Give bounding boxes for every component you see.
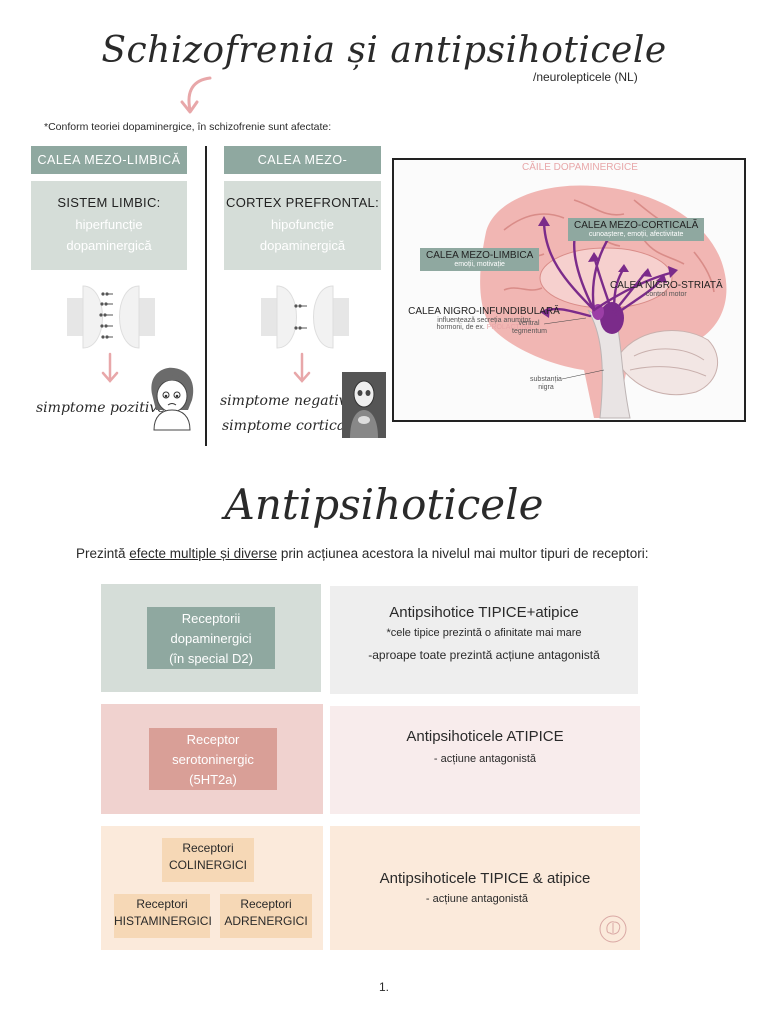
dopaminergic-pathways-diagram: CĂILE DOPAMINERGICE CALEA MEZO-LIMBICA e… — [392, 158, 746, 422]
section-divider — [205, 146, 207, 446]
sistem-limbic-title: SISTEM LIMBIC: — [57, 195, 161, 210]
curved-arrow-icon — [180, 76, 212, 114]
ventral-tegmentum-label: ventral tegmentum — [512, 320, 548, 335]
row3-right-panel: Antipsihoticele TIPICE & atipice - acțiu… — [330, 826, 640, 950]
mezo-cortical-header: CALEA MEZO-CORTICALĂ — [224, 146, 381, 195]
synapse-many-dopamine-icon — [67, 285, 155, 349]
section-title: Antipsihoticele — [224, 480, 544, 529]
adrenergic-receptor-tag: Receptori ADRENERGICI — [220, 894, 312, 938]
brain-title: CĂILE DOPAMINERGICE — [522, 162, 638, 173]
row3-action: - acțiune antagonistă — [425, 893, 529, 905]
brain-logo-icon — [599, 915, 627, 943]
mezo-corticala-tag: CALEA MEZO-CORTICALĂ cunoaștere, emoții,… — [568, 218, 705, 241]
nigro-infundibulara-label: CALEA NIGRO-INFUNDIBULARĂ influențează s… — [408, 306, 560, 331]
row3-left-panel: Receptori COLINERGICI Receptori HISTAMIN… — [101, 826, 323, 950]
symptom-positive: simptome pozitive — [36, 400, 166, 416]
row1-left-panel: Receptorii dopaminergici (în special D2) — [101, 584, 321, 692]
mezo-limbic-header: CALEA MEZO-LIMBICĂ — [31, 146, 187, 174]
mezo-limbica-tag: CALEA MEZO-LIMBICA emoții, motivație — [420, 248, 540, 271]
synapse-few-dopamine-icon — [261, 285, 349, 349]
nigro-striata-label: CALEA NIGRO-STRIATĂ control motor — [610, 280, 723, 298]
cortex-prefrontal-title: CORTEX PREFRONTAL: — [226, 195, 379, 210]
page-number: 1. — [378, 980, 389, 994]
brain-illustration — [480, 185, 727, 419]
sad-person-icon — [342, 372, 386, 438]
row1-action: -aproape toate prezintă acțiune antagoni… — [368, 648, 600, 662]
dopamine-receptor-tag: Receptorii dopaminergici (în special D2) — [147, 607, 275, 669]
cholinergic-receptor-tag: Receptori COLINERGICI — [162, 838, 254, 882]
row2-right-panel: Antipsihoticele ATIPICE - acțiune antago… — [330, 706, 640, 814]
intro-note: *Conform teoriei dopaminergice, în schiz… — [44, 121, 332, 133]
row1-right-panel: Antipsihotice TIPICE+atipice *cele tipic… — [330, 586, 638, 694]
row2-title: Antipsihoticele ATIPICE — [406, 728, 564, 745]
page-title: Schizofrenia și antipsihoticele — [101, 30, 667, 71]
section-intro: Prezintă efecte multiple și diverse prin… — [76, 546, 649, 561]
down-arrow-icon — [101, 352, 119, 383]
row2-action: - acțiune antagonistă — [433, 753, 537, 765]
symptom-cortical: simptome corticale — [222, 418, 358, 434]
down-arrow-icon — [293, 352, 311, 383]
serotonin-receptor-tag: Receptor serotoninergic (5HT2a) — [149, 728, 277, 790]
sad-girl-icon — [151, 367, 194, 431]
page-subtitle: /neurolepticele (NL) — [533, 70, 638, 84]
row1-title: Antipsihotice TIPICE+atipice — [389, 604, 579, 621]
histaminergic-receptor-tag: Receptori HISTAMINERGICI — [114, 894, 212, 938]
row1-note: *cele tipice prezintă o afinitate mai ma… — [386, 627, 582, 639]
row3-title: Antipsihoticele TIPICE & atipice — [379, 870, 591, 887]
row2-left-panel: Receptor serotoninergic (5HT2a) — [101, 704, 323, 814]
symptom-negative: simptome negative — [220, 393, 355, 409]
